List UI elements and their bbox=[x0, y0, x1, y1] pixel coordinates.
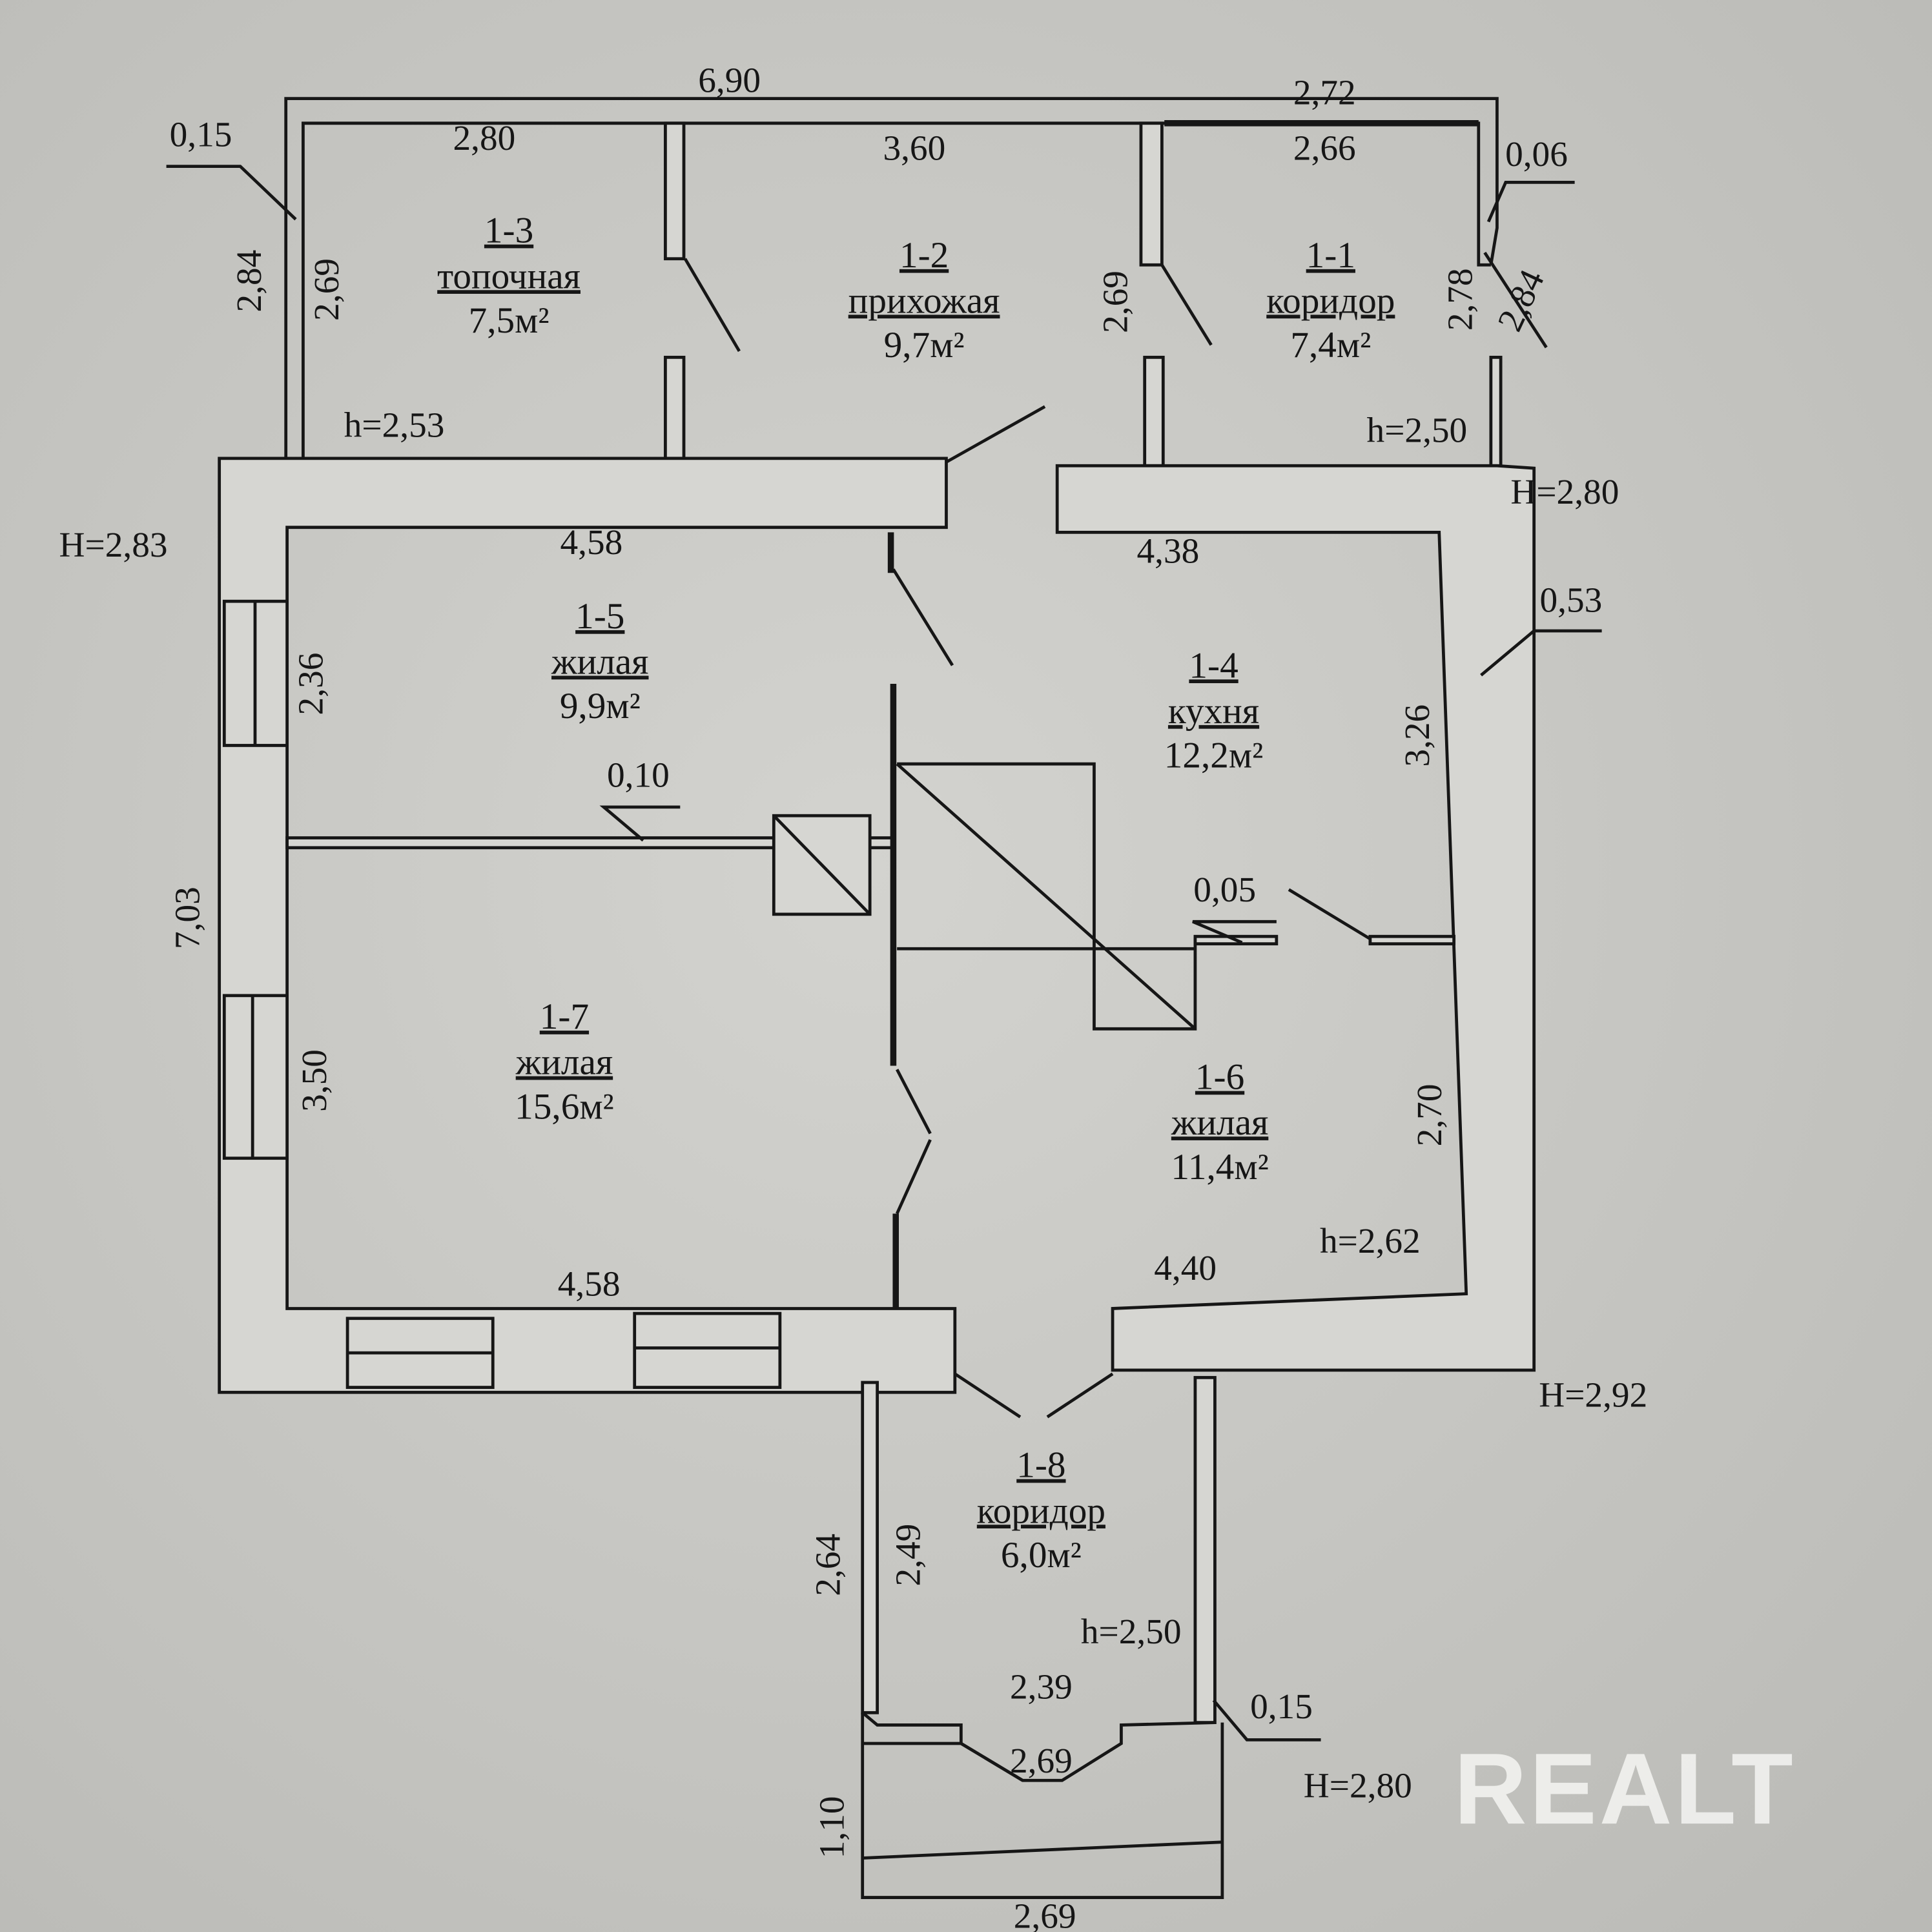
ceiling-height-label: H=2,92 bbox=[1539, 1375, 1647, 1414]
room-id: 1-4 bbox=[1189, 645, 1238, 686]
room-id: 1-5 bbox=[575, 596, 624, 637]
window-left-1 bbox=[222, 599, 289, 747]
room-name: кухня bbox=[1168, 691, 1259, 732]
room-name: коридор bbox=[977, 1490, 1105, 1531]
room-area: 11,4м² bbox=[1171, 1147, 1268, 1187]
dimension-label-vertical: 7,03 bbox=[167, 887, 207, 949]
dimension-label-vertical: 2,49 bbox=[889, 1524, 928, 1587]
dimension-labels: 6,90 2,72 2,80 3,60 2,66 0,15 0,06 4,58 4,38 0,53… bbox=[167, 60, 1602, 1932]
dimension-label-vertical: 2,78 bbox=[1441, 268, 1480, 331]
room-id: 1-8 bbox=[1016, 1445, 1065, 1486]
dimension-label: 4,40 bbox=[1154, 1248, 1217, 1288]
main-wall-right bbox=[1055, 464, 1536, 1372]
room-area: 12,2м² bbox=[1164, 735, 1264, 776]
room-name: прихожая bbox=[848, 280, 1000, 321]
ceiling-height-label: H=2,80 bbox=[1304, 1765, 1412, 1805]
room-name: жилая bbox=[551, 642, 648, 683]
dimension-label-vertical: 2,64 bbox=[808, 1534, 848, 1596]
dimension-label-vertical: 2,69 bbox=[307, 258, 346, 321]
room-area: 9,7м² bbox=[884, 325, 965, 365]
dimension-label: 2,80 bbox=[453, 118, 515, 158]
window-bottom-2 bbox=[633, 1311, 782, 1389]
room-area: 6,0м² bbox=[1001, 1535, 1082, 1576]
room-name: жилая bbox=[1171, 1102, 1268, 1143]
porch-front-wall-outer bbox=[862, 1742, 1024, 1782]
dimension-label-vertical: 3,26 bbox=[1397, 704, 1437, 767]
stairs bbox=[896, 762, 1197, 1031]
walls bbox=[166, 97, 1602, 1899]
dimension-label: 4,38 bbox=[1137, 531, 1200, 570]
upper-outer-wall bbox=[284, 97, 1499, 458]
partition-1-5-1-7 bbox=[285, 836, 776, 850]
window-bottom-1 bbox=[345, 1317, 495, 1389]
dimension-label: 0,15 bbox=[1250, 1687, 1313, 1726]
porch-right-wall bbox=[1193, 1375, 1217, 1724]
realt-watermark-logo: REALT bbox=[1454, 1732, 1796, 1845]
room-id: 1-2 bbox=[899, 235, 949, 276]
dimension-label-vertical: 3,50 bbox=[294, 1049, 334, 1112]
dimension-label-vertical: 1,10 bbox=[812, 1796, 851, 1858]
dimension-label: 4,58 bbox=[560, 522, 623, 562]
dimension-label: 4,58 bbox=[558, 1264, 621, 1304]
partition-kitchen-right bbox=[1368, 934, 1456, 946]
dimension-label-vertical: 2,84 bbox=[229, 250, 269, 313]
dimension-label: 0,10 bbox=[607, 755, 670, 795]
main-wall-left bbox=[218, 457, 957, 1394]
dimension-label-vertical: 2,36 bbox=[291, 653, 330, 715]
dimension-label: 2,39 bbox=[1010, 1667, 1073, 1707]
dimension-label-vertical: 2,69 bbox=[1095, 271, 1135, 333]
dimension-label: 0,53 bbox=[1539, 581, 1602, 620]
door-swings bbox=[683, 258, 1372, 1419]
dimension-label: 6,90 bbox=[698, 60, 761, 99]
dimension-label: 0,06 bbox=[1505, 134, 1568, 174]
dimension-label: 2,69 bbox=[1010, 1741, 1073, 1780]
porch-steps bbox=[861, 1712, 1224, 1899]
ceiling-height-label: H=2,83 bbox=[59, 525, 168, 564]
partition-1-3-1-2-top bbox=[664, 121, 686, 261]
room-id: 1-6 bbox=[1195, 1057, 1244, 1098]
room-area: 9,9м² bbox=[560, 686, 641, 726]
dimension-label: 0,15 bbox=[170, 114, 232, 154]
dimension-label-vertical: 2,70 bbox=[1410, 1084, 1449, 1146]
leader-lines bbox=[166, 165, 1602, 1742]
partition-stub bbox=[868, 836, 894, 850]
room-id: 1-3 bbox=[484, 211, 533, 251]
room-area: 7,4м² bbox=[1290, 325, 1371, 365]
ceiling-height-label: h=2,53 bbox=[344, 406, 445, 445]
partition-1-2-1-1-top bbox=[1139, 121, 1164, 267]
room-id: 1-1 bbox=[1306, 235, 1355, 276]
room-name: топочная bbox=[437, 256, 581, 296]
window-left-2 bbox=[222, 994, 289, 1160]
dimension-label: 2,69 bbox=[1014, 1896, 1076, 1932]
ceiling-height-label: h=2,62 bbox=[1320, 1221, 1421, 1260]
room-name: жилая bbox=[515, 1042, 613, 1083]
dimension-label: 0,05 bbox=[1193, 870, 1256, 909]
dimension-label: 2,72 bbox=[1293, 73, 1356, 112]
ceiling-height-label: h=2,50 bbox=[1081, 1612, 1182, 1651]
partition-1-2-1-1-bottom bbox=[1143, 355, 1165, 468]
room-name: коридор bbox=[1266, 280, 1395, 321]
room-area: 15,6м² bbox=[515, 1086, 614, 1127]
porch-left-wall bbox=[861, 1381, 879, 1714]
ceiling-height-label: H=2,80 bbox=[1510, 472, 1619, 511]
dimension-label: 3,60 bbox=[883, 128, 945, 167]
stove bbox=[772, 814, 872, 916]
partition-1-3-1-2-bottom bbox=[664, 355, 686, 460]
room-labels: 1-1коридор7,4м²1-2прихожая9,7м²1-3топочн… bbox=[437, 211, 1395, 1576]
right-wall-segment bbox=[1489, 355, 1503, 468]
room-id: 1-7 bbox=[540, 996, 589, 1037]
ceiling-height-label: h=2,50 bbox=[1367, 410, 1468, 449]
dimension-label: 2,66 bbox=[1293, 128, 1356, 167]
room-area: 7,5м² bbox=[469, 300, 550, 341]
